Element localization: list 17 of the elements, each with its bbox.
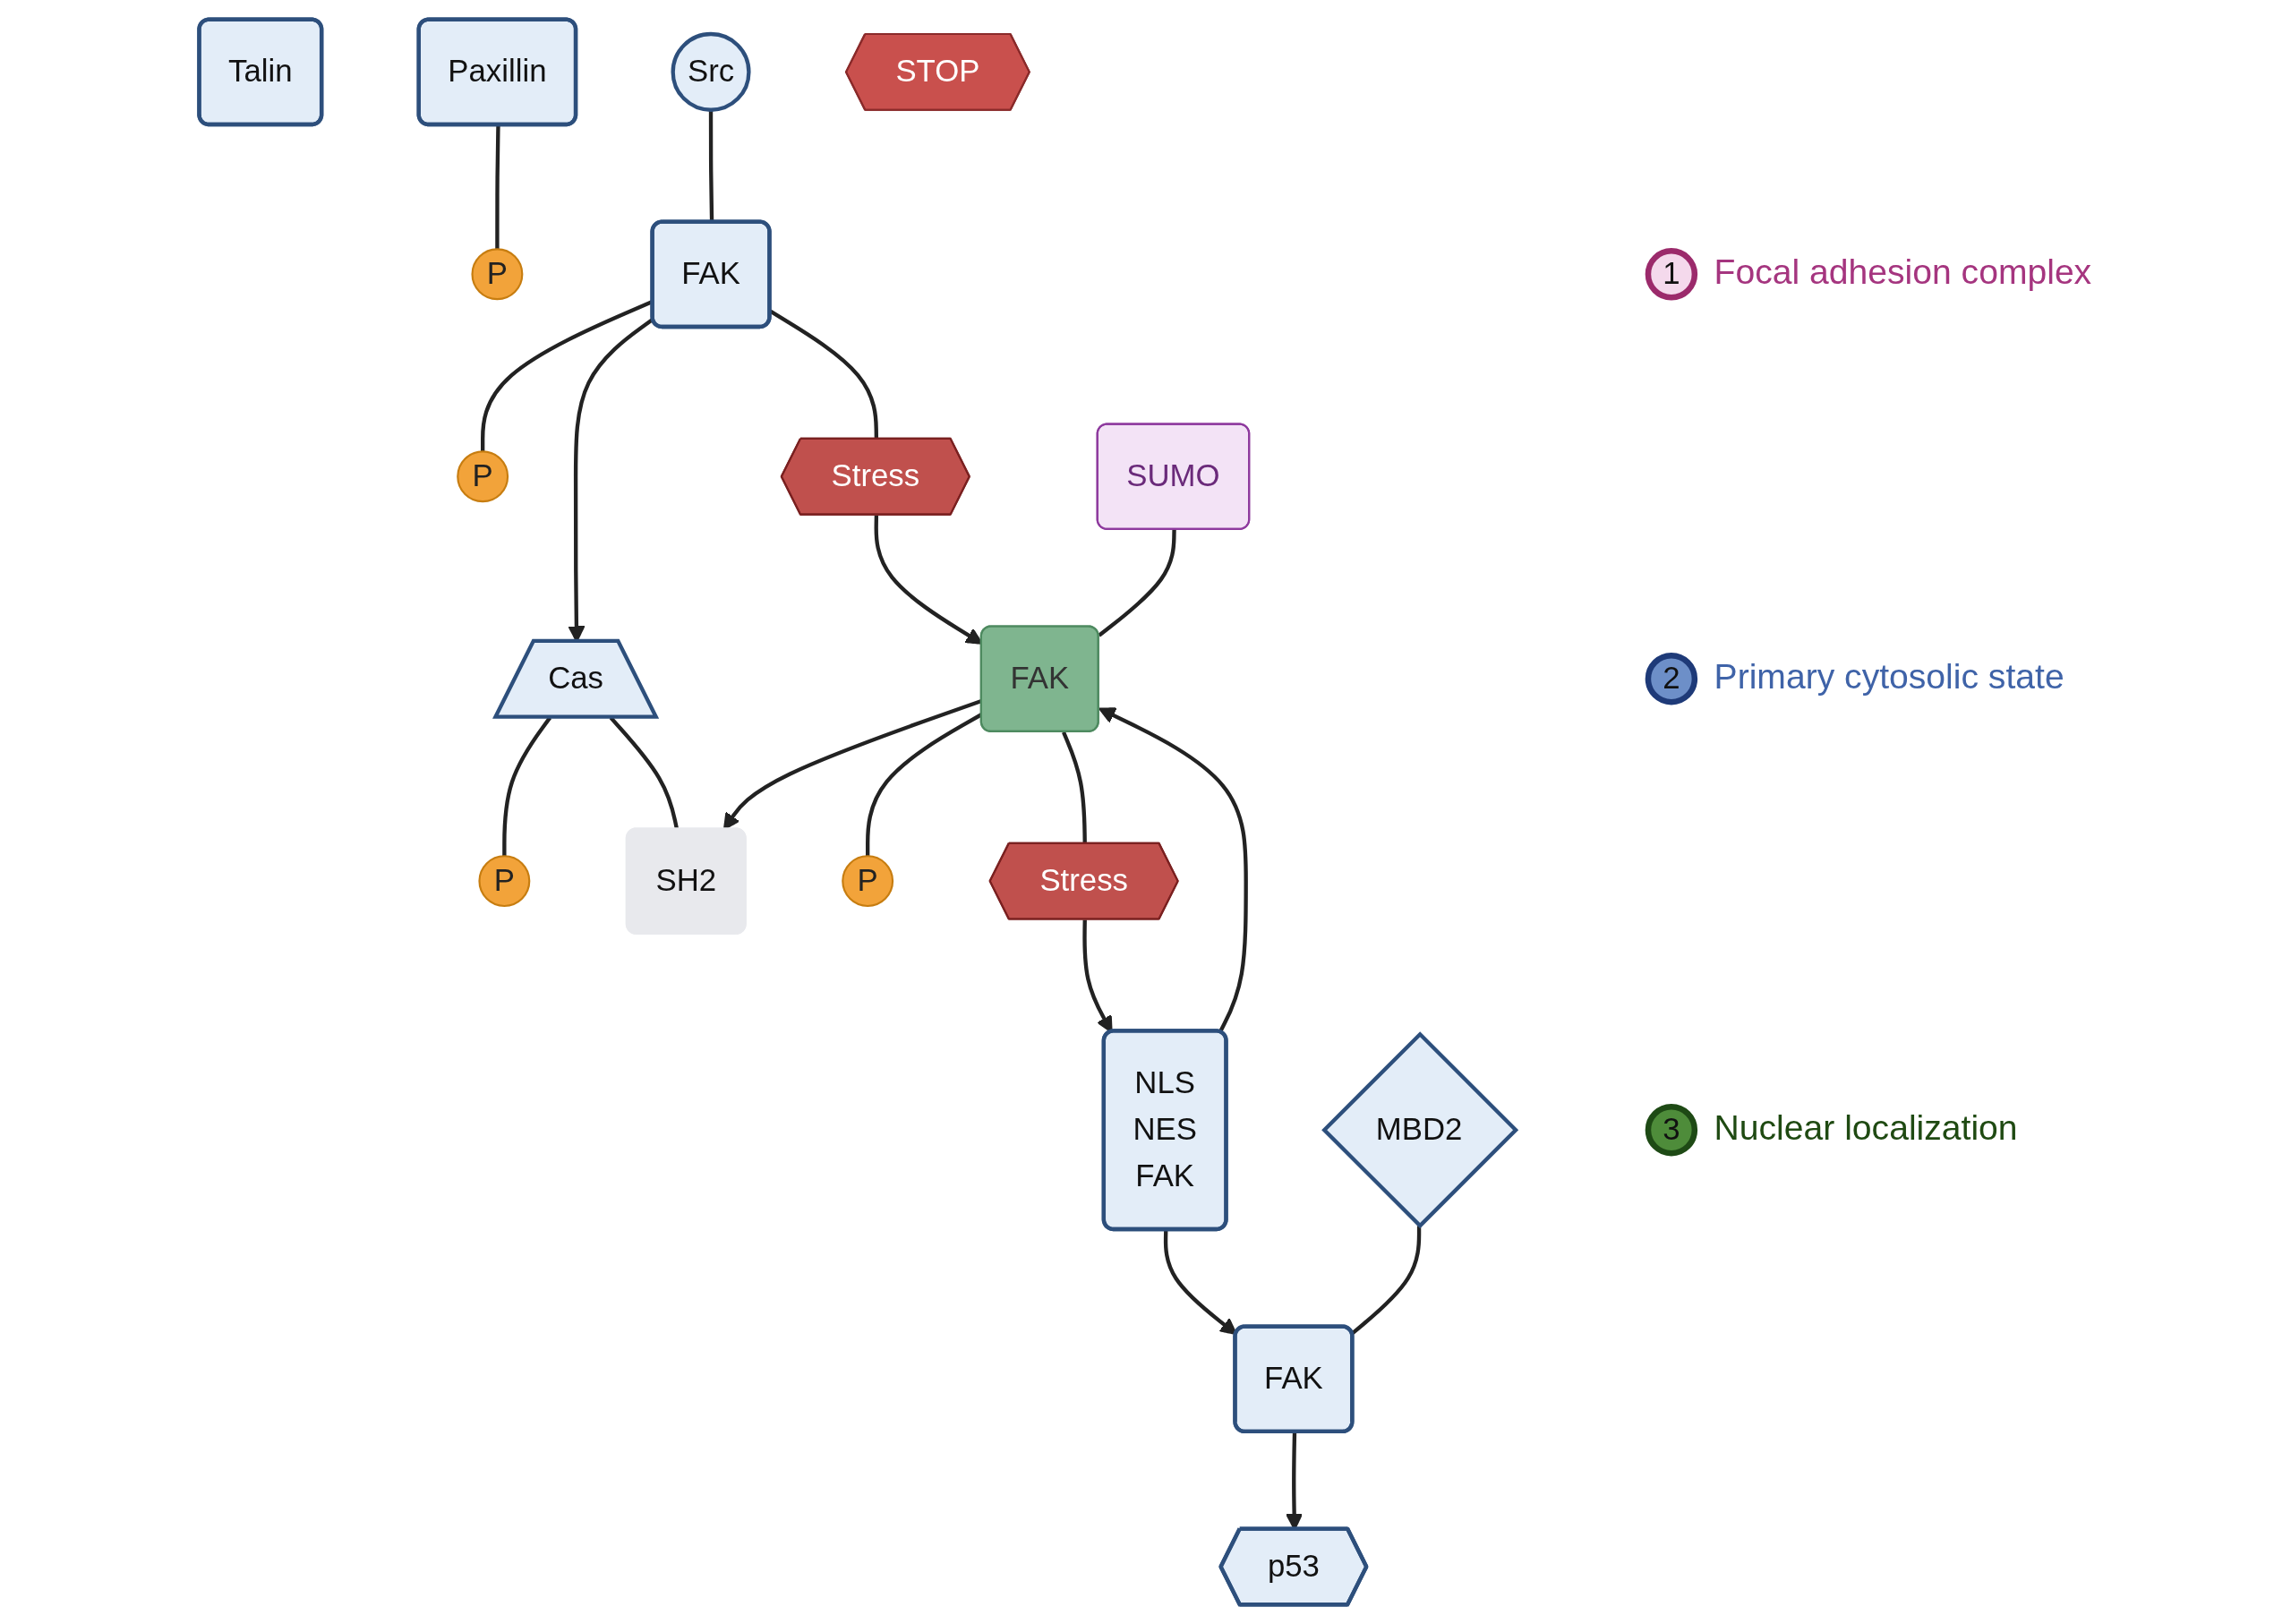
node-circle: Src: [671, 31, 751, 112]
connector: [1351, 1226, 1422, 1335]
node-circle: P: [457, 450, 509, 503]
connector: [495, 125, 500, 250]
node-diamond: MBD2: [1321, 1031, 1519, 1229]
arrow: [1098, 707, 1248, 1033]
stage-label: Primary cytosolic state: [1714, 656, 2064, 696]
stage-label: Nuclear localization: [1714, 1107, 2018, 1147]
node-circle: P: [842, 855, 894, 908]
node-circle: 3: [1645, 1103, 1698, 1157]
node-circle: 1: [1645, 248, 1698, 301]
connector: [1098, 529, 1176, 637]
stage-label: Focal adhesion complex: [1714, 252, 2092, 291]
node-circle: P: [471, 248, 524, 301]
arrow: [1163, 1230, 1237, 1336]
node-circle: P: [478, 855, 531, 908]
node-circle: 2: [1645, 652, 1698, 705]
